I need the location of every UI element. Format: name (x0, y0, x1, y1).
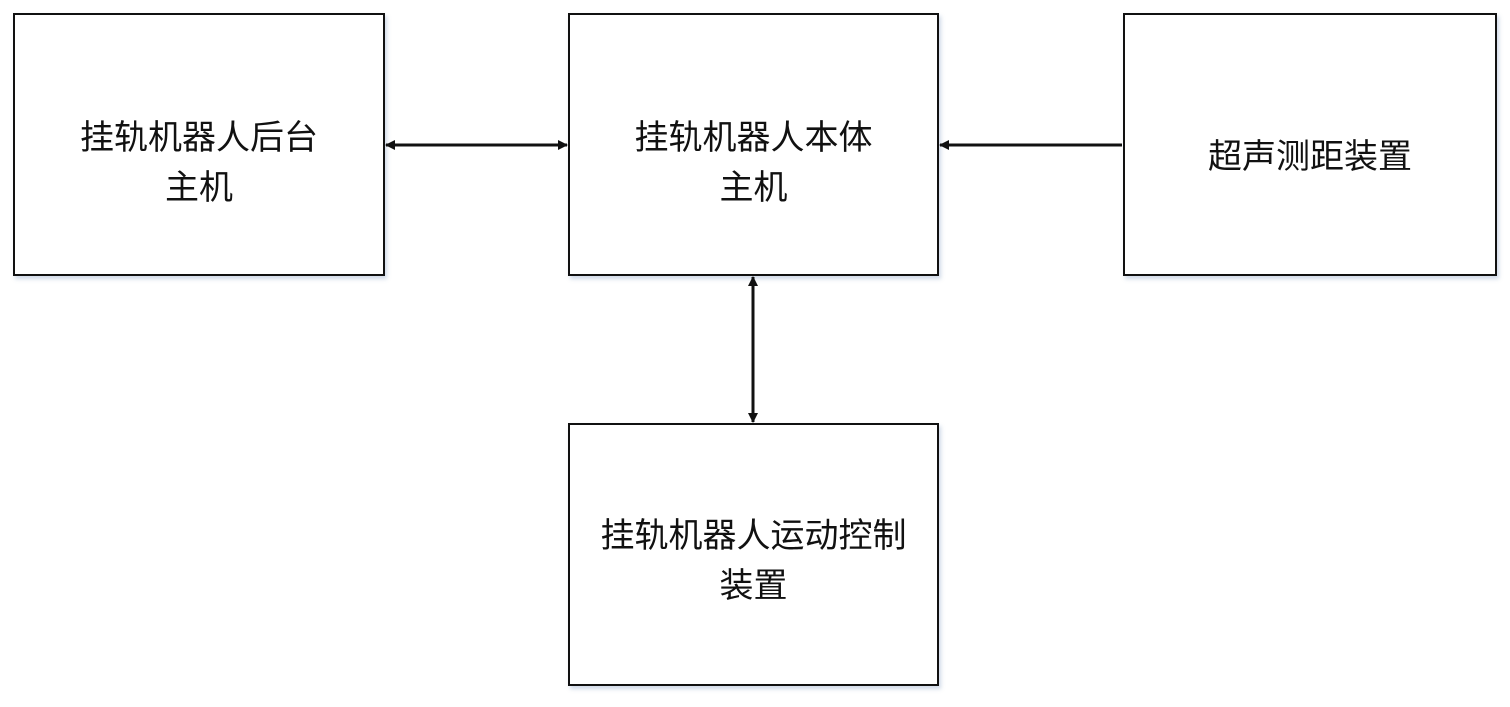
body-host-label: 挂轨机器人本体主机 (634, 118, 873, 208)
motion-control-box: 挂轨机器人运动控制装置 (568, 423, 939, 686)
ultrasonic-ranging-box: 超声测距装置 (1123, 13, 1497, 276)
ultrasonic-ranging-label: 超声测距装置 (1208, 137, 1412, 177)
motion-control-label: 挂轨机器人运动控制装置 (600, 516, 907, 606)
backend-host-label: 挂轨机器人后台主机 (79, 118, 318, 208)
body-host-box: 挂轨机器人本体主机 (568, 13, 939, 276)
backend-host-box: 挂轨机器人后台主机 (13, 13, 385, 276)
